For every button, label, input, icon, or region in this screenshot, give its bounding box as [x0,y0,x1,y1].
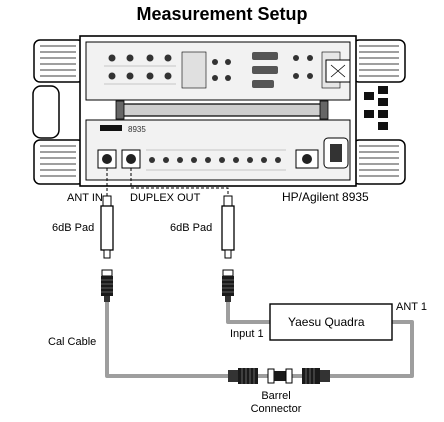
ant-in-label: ANT IN [67,192,103,204]
left-bottom-bumper [33,139,85,185]
radio-label: Yaesu Quadra [288,315,365,329]
barrel-label-line2: Connector [250,403,302,415]
instrument-label: HP/Agilent 8935 [282,190,369,204]
pad-right [221,195,235,259]
connector-left [101,269,113,302]
barrel-connector-label: Barrel Connector [246,390,306,416]
ant1-label: ANT 1 [396,301,427,313]
cal-cable-label: Cal Cable [48,336,97,348]
right-bottom-bumper [352,139,406,185]
page-title: Measurement Setup [136,4,308,24]
duplex-out-label: DUPLEX OUT [130,192,201,204]
bumper-ribs [40,145,76,177]
cables [105,300,414,378]
upper-panel [85,41,351,101]
instrument-unit: 8935 [32,35,406,187]
connector-right [222,269,234,302]
side-handle [32,85,60,139]
radio-box [269,303,393,341]
carry-bar-mount [115,100,125,120]
right-side-keys [364,86,388,130]
barrel-connector [228,368,330,384]
bumper-ribs [359,145,399,177]
pad-left-label: 6dB Pad [52,222,95,234]
pad-left [100,195,114,259]
input-cable [226,300,270,324]
carry-bar-mount [319,100,329,120]
carry-bar [121,103,323,117]
lower-panel-controls [97,149,319,171]
input1-label: Input 1 [230,328,264,340]
cal-cable [105,300,230,378]
bumper-ribs [40,45,76,77]
model-number-text: 8935 [128,125,146,134]
bumper-ribs [359,45,399,77]
ant-cable [330,320,414,378]
barrel-label-line1: Barrel [261,390,291,402]
brand-badge [100,125,122,131]
pad-right-label: 6dB Pad [170,222,213,234]
